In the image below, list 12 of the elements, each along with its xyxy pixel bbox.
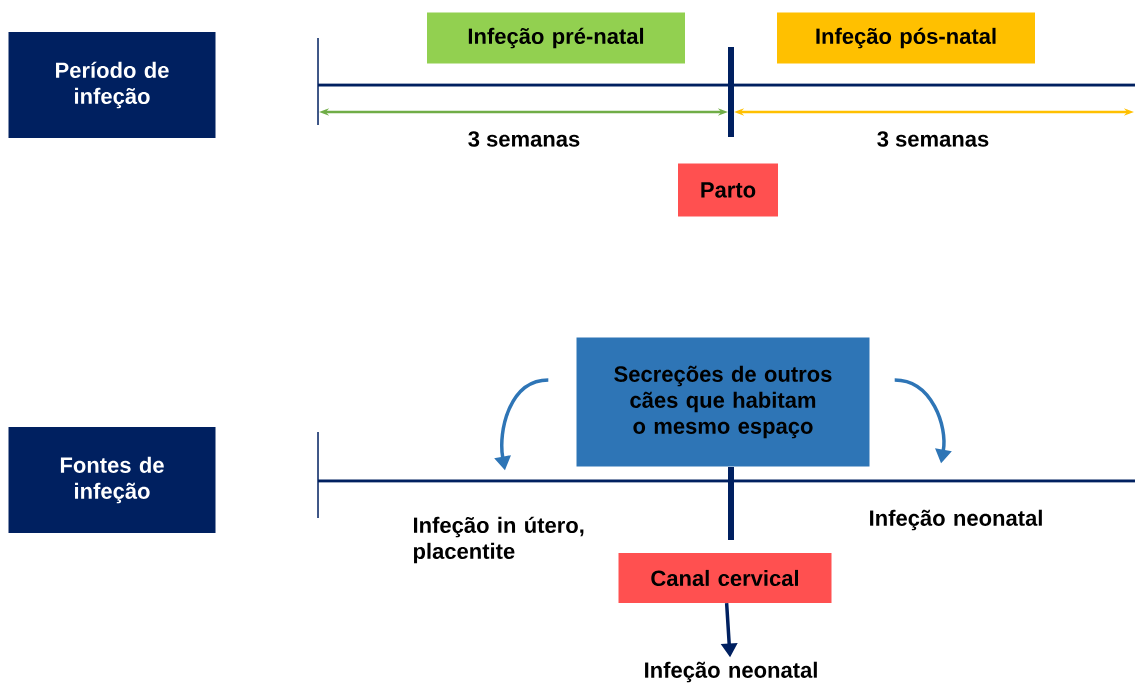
duration-label: 3 semanas <box>468 131 580 147</box>
outcome-text: Infeção in útero, placentite <box>413 516 584 564</box>
outcome-text: Infeção neonatal <box>645 661 817 683</box>
period-box: Infeção pós-natal <box>777 12 1035 64</box>
category-box: Fontes de infeção <box>8 427 216 533</box>
source-box: Secreções de outros cães que habitam o mesmo espaço <box>576 337 870 467</box>
source-box: Canal cervical <box>618 553 832 603</box>
duration-label: 3 semanas <box>877 131 989 147</box>
period-box: Infeção pré-natal <box>427 12 685 64</box>
category-box: Período de infeção <box>8 32 216 138</box>
event-box: Parto <box>678 163 778 217</box>
outcome-text: Infeção neonatal <box>870 509 1042 531</box>
